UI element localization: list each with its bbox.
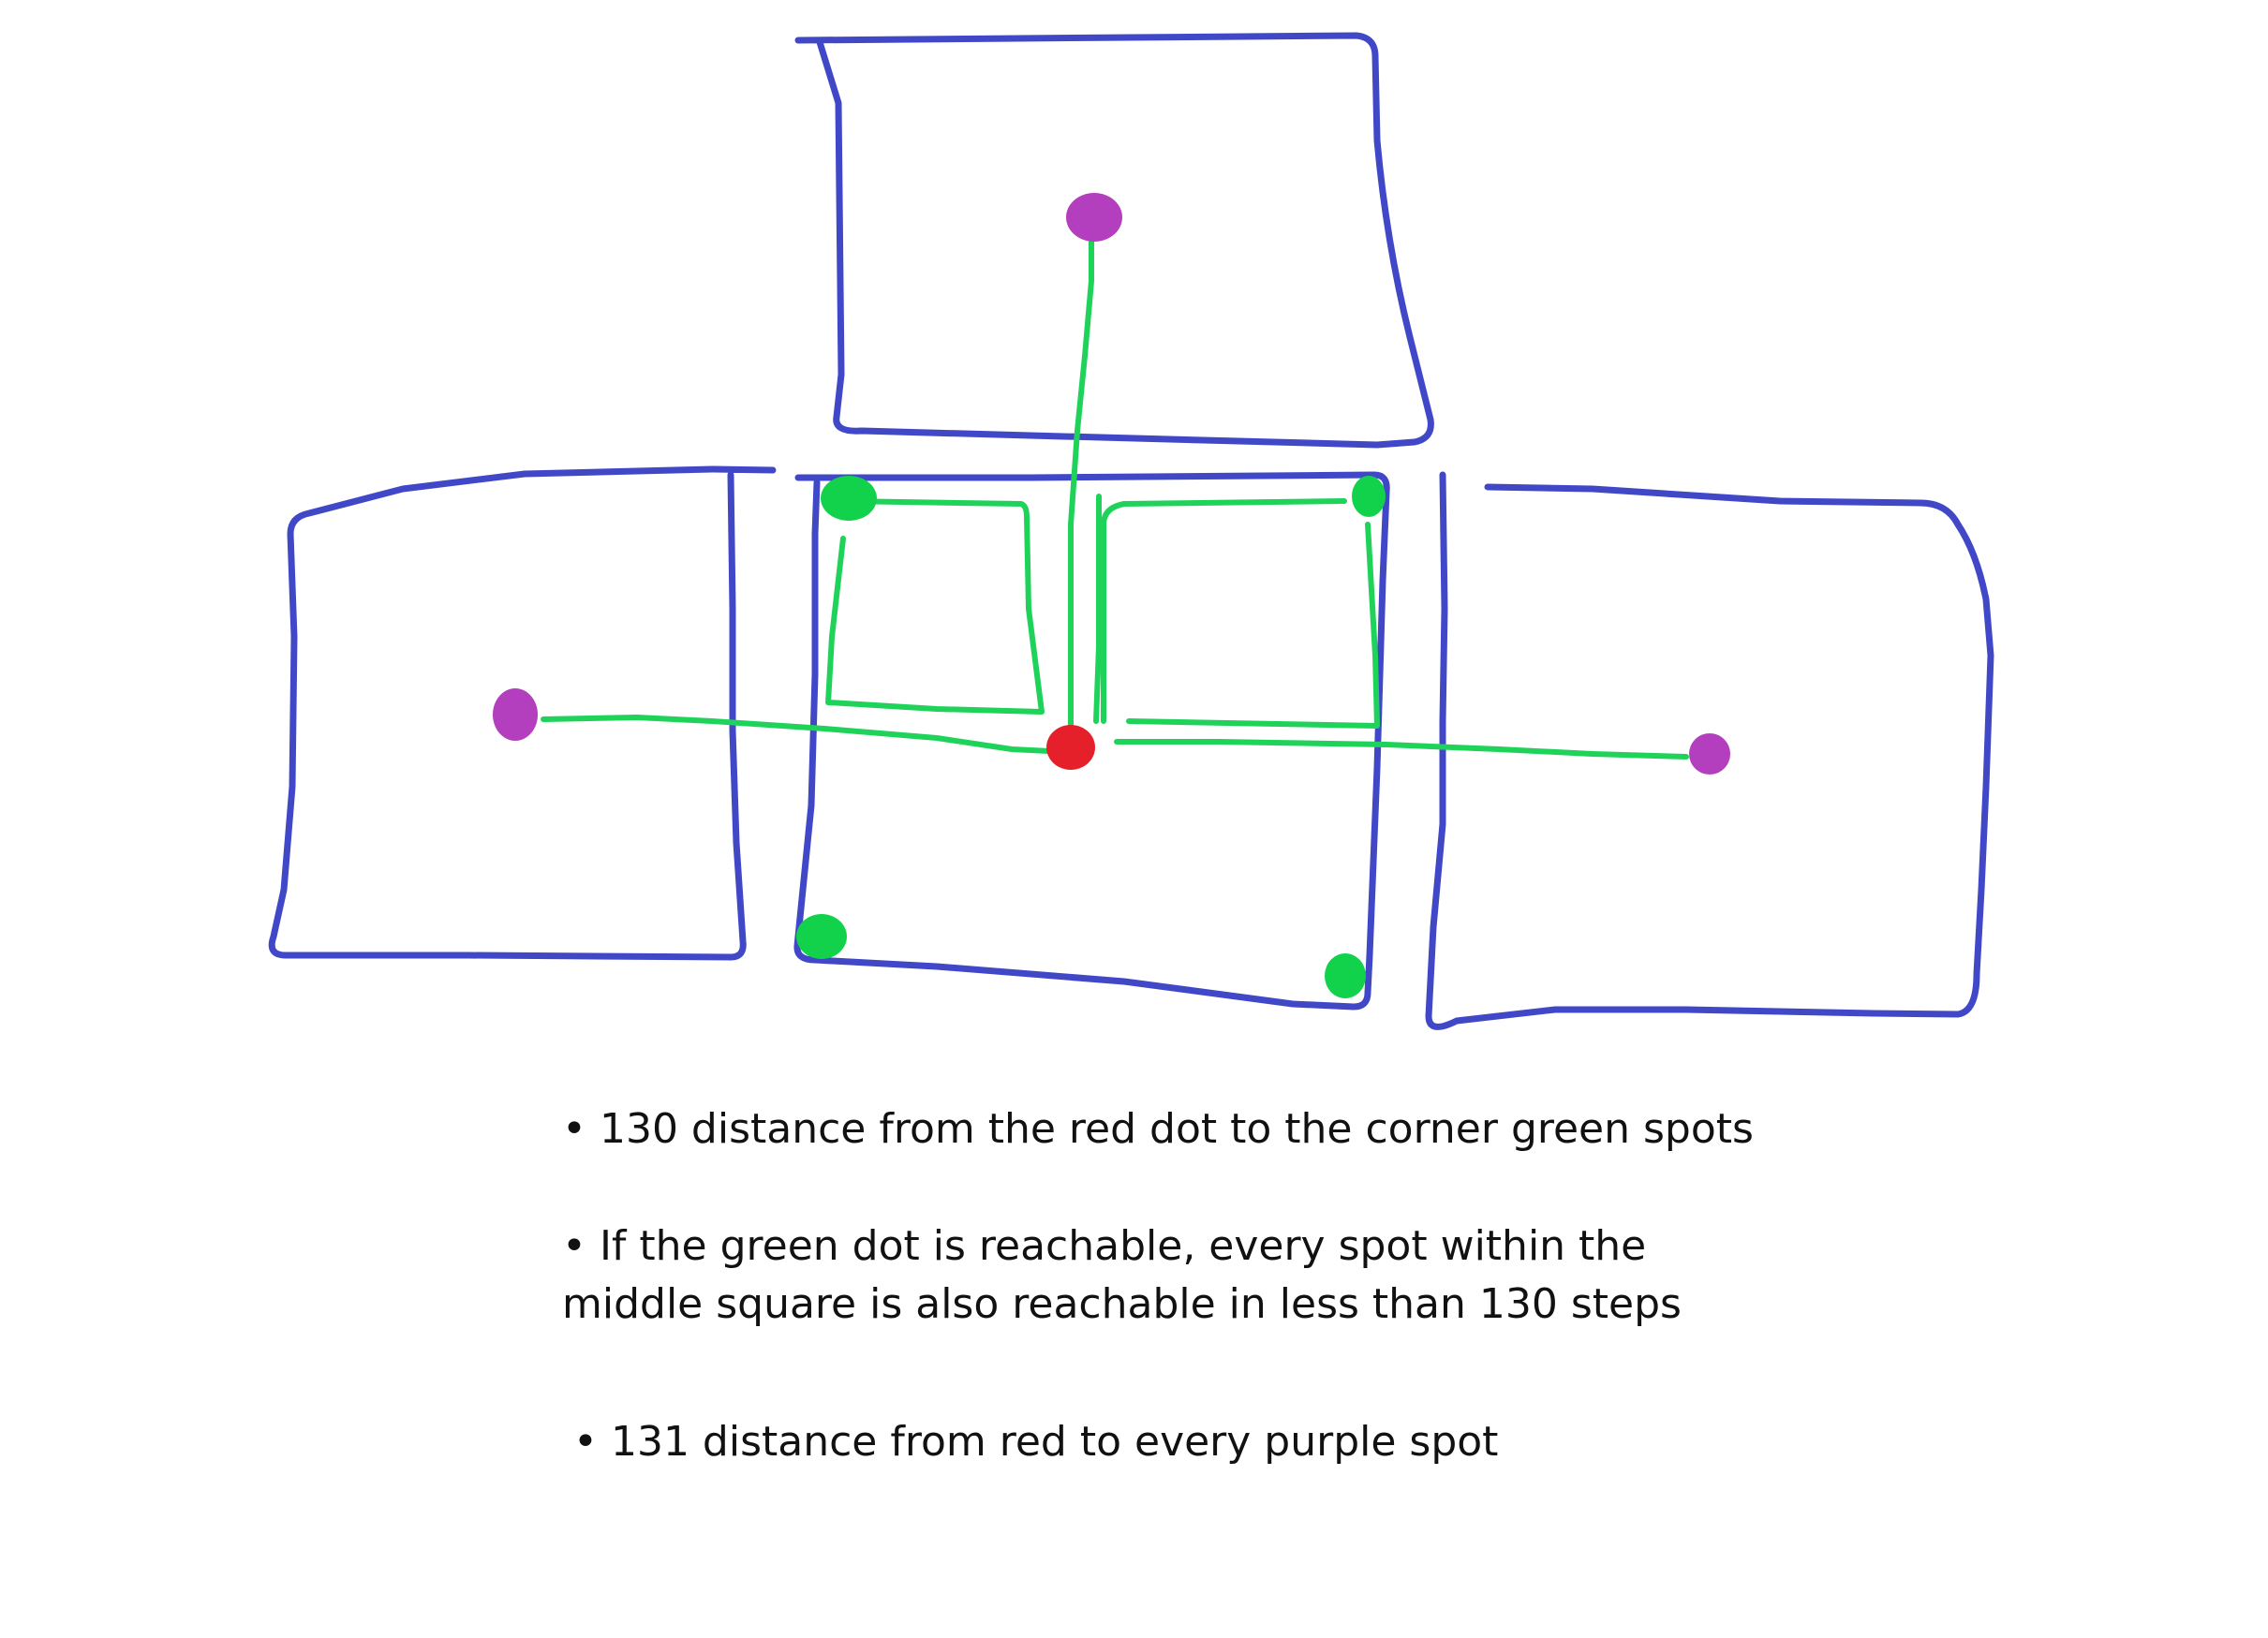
path-right (1114, 739, 1689, 760)
green-dot-bottom-right (1325, 953, 1366, 998)
red-dot (1046, 725, 1095, 770)
middle-square (793, 471, 1390, 1011)
purple-dot-right (1689, 733, 1730, 775)
green-dot-top-right (1352, 476, 1386, 517)
note-text-line-2: middle square is also reachable in less … (562, 1280, 1682, 1328)
note-green-distance: • 130 distance from the red dot to the c… (562, 1100, 1754, 1158)
path-upper-right-loop (1101, 498, 1380, 729)
note-text: 130 distance from the red dot to the cor… (599, 1105, 1754, 1153)
path-middle-down (1093, 494, 1102, 724)
squares (268, 32, 1994, 1030)
note-line-1: • If the green dot is reachable, every s… (562, 1217, 1682, 1276)
paths (541, 231, 1689, 760)
path-left (541, 715, 1052, 754)
bullet: • (562, 1222, 586, 1270)
purple-dot-left (493, 688, 538, 741)
note-reachable: • If the green dot is reachable, every s… (562, 1217, 1682, 1334)
bullet: • (562, 1105, 586, 1153)
purple-dot-top (1066, 193, 1122, 242)
green-dot-bottom-left (796, 914, 847, 959)
left-square (268, 465, 777, 961)
note-text-line-1: If the green dot is reachable, every spo… (599, 1222, 1647, 1270)
path-upper-left-loop (825, 498, 1045, 715)
right-square (1425, 471, 1994, 1030)
top-square (794, 32, 1434, 449)
path-up (1068, 231, 1094, 733)
bullet: • (573, 1418, 598, 1466)
green-dot-top-left (821, 476, 877, 521)
note-purple-distance: • 131 distance from red to every purple … (573, 1413, 1498, 1471)
dots (493, 193, 1730, 998)
note-text: 131 distance from red to every purple sp… (610, 1418, 1499, 1466)
